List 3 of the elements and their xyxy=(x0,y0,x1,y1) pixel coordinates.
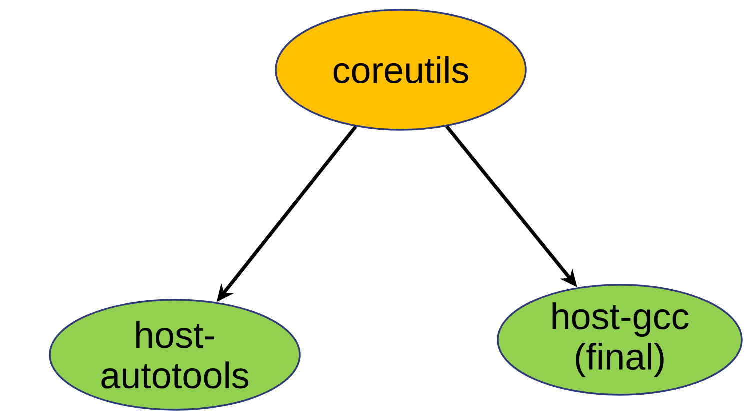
ellipse-node: host-gcc (final) xyxy=(497,284,743,396)
ellipse-node: host-autotools xyxy=(49,299,301,411)
ellipse-node: coreutils xyxy=(275,9,527,131)
